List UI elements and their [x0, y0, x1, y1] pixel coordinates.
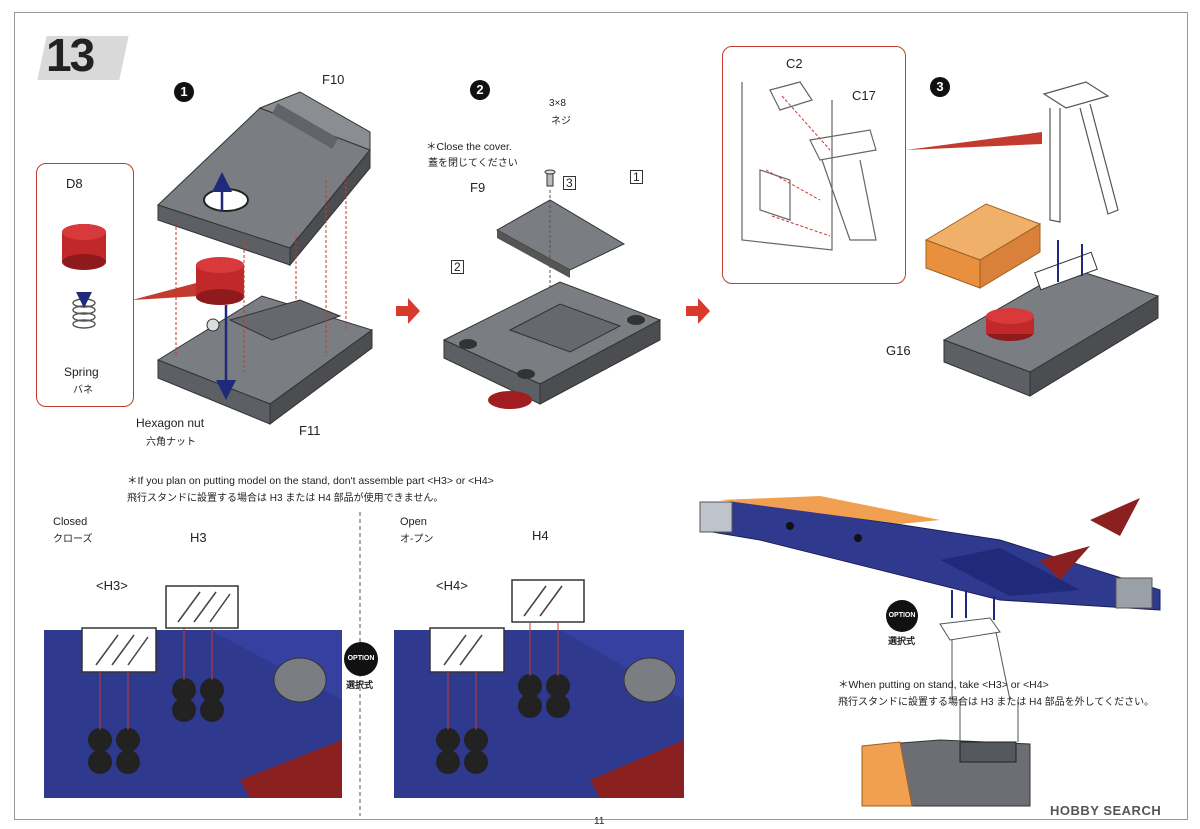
- closed-part-label: H3: [190, 530, 207, 545]
- option-badge-right: OPTION: [886, 600, 918, 632]
- d8-label: D8: [66, 176, 83, 191]
- close-cover-note: ＊Close the cover.: [426, 141, 512, 153]
- closed-jp-label: クローズ: [53, 534, 93, 545]
- open-jp-label: オ-プン: [400, 534, 434, 545]
- box-2: 2: [451, 260, 464, 274]
- f11-label: F11: [299, 423, 321, 438]
- box-1: 1: [630, 170, 643, 184]
- open-part-alt-label: <H4>: [436, 578, 468, 593]
- ship-side-view: [699, 496, 1161, 611]
- stand-base: [861, 700, 1031, 807]
- option-jp-left: 選択式: [346, 680, 374, 690]
- sub3-number: 3: [930, 77, 950, 97]
- base-part-3: [942, 251, 1160, 397]
- g16-label: G16: [886, 343, 911, 358]
- c2-label: C2: [786, 56, 803, 71]
- stand-note2-jp: 飛行スタンドに設置する場合は H3 または H4 部品を外してください。: [838, 697, 1155, 708]
- open-part-label: H4: [532, 528, 549, 543]
- c-parts-callout: [722, 46, 906, 284]
- page-number: 11: [594, 816, 605, 827]
- h4-cover-open: [511, 579, 585, 623]
- box-3: 3: [563, 176, 576, 190]
- sub2-number: 2: [470, 80, 490, 100]
- closed-part-alt-label: <H3>: [96, 578, 128, 593]
- spring-label: Spring: [64, 365, 99, 379]
- stand-clip: [939, 617, 1011, 701]
- closed-label: Closed: [53, 516, 88, 528]
- base-part-2: [442, 281, 662, 409]
- stand-note-jp: 飛行スタンドに設置する場合は H3 または H4 部品が使用できません。: [127, 493, 444, 504]
- h3-cover-open: [165, 585, 239, 629]
- screw-icon: [544, 169, 556, 187]
- stand-note2: ＊When putting on stand, take <H3> or <H4…: [838, 679, 1049, 691]
- d8-callout: [36, 163, 134, 407]
- page-frame: [14, 12, 1188, 820]
- g16-block: [924, 203, 1042, 289]
- c-parts-sketch: [741, 81, 877, 251]
- sub1-number: 1: [174, 82, 194, 102]
- option-jp-right: 選択式: [888, 636, 916, 646]
- d8-cap-icon: [62, 224, 106, 270]
- nut-label: Hexagon nut: [136, 416, 205, 430]
- spring-icon: [72, 298, 96, 329]
- h4-cover-closed: [429, 627, 505, 673]
- stand-arm-sketch: [1042, 81, 1119, 223]
- f9-cover: [495, 199, 626, 278]
- f10-label: F10: [322, 72, 345, 87]
- fans-closed: [88, 678, 224, 774]
- watermark: HOBBY SEARCH: [1050, 803, 1162, 818]
- h3-cover-closed: [81, 627, 157, 673]
- nut-jp-label: 六角ナット: [146, 437, 196, 448]
- screw-size-label: 3×8: [549, 98, 566, 109]
- c17-label: C17: [852, 88, 876, 103]
- fans-open: [436, 674, 570, 774]
- close-cover-note-jp: 蓋を閉じてください: [428, 158, 518, 169]
- step-number: 13: [46, 29, 95, 81]
- f11-part: [156, 295, 374, 425]
- screw-jp-label: ネジ: [551, 116, 571, 127]
- f10-part: [157, 91, 371, 267]
- d8-cap-placed: [196, 257, 244, 305]
- open-label: Open: [400, 516, 427, 528]
- stand-note: ＊If you plan on putting model on the sta…: [127, 475, 494, 487]
- f9-label: F9: [470, 180, 486, 195]
- option-badge-left: OPTION: [344, 642, 378, 676]
- spring-jp-label: バネ: [73, 385, 93, 396]
